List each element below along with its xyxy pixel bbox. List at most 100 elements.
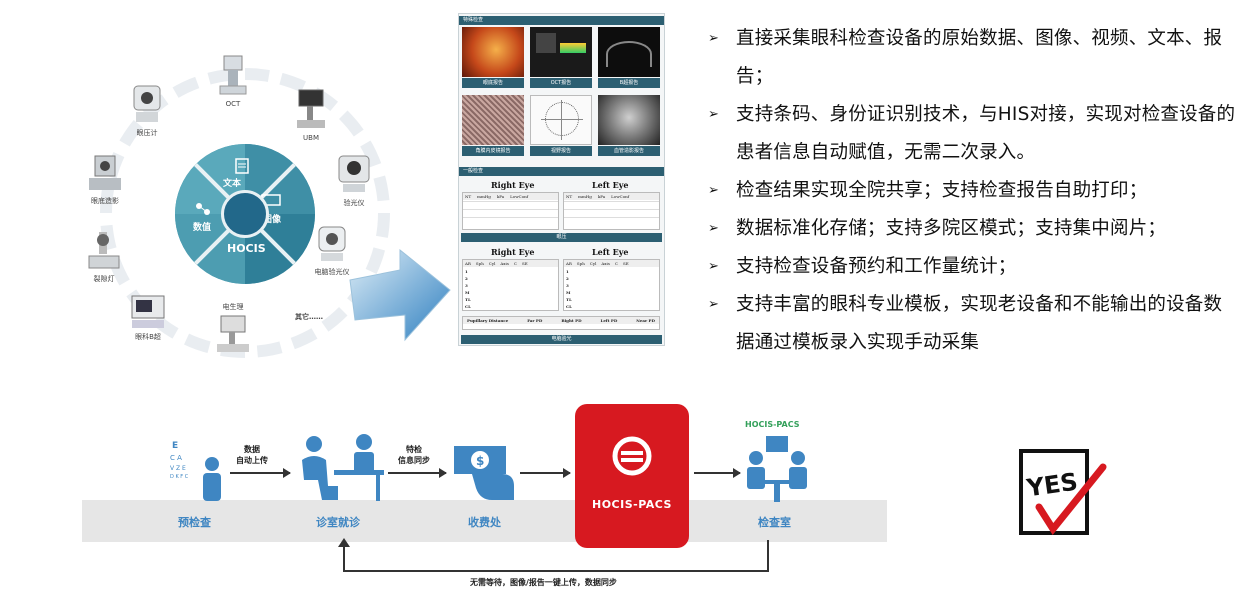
svg-text:$: $ xyxy=(476,454,484,468)
transfer-arrow-icon xyxy=(349,248,451,342)
hocis-pacs-card[interactable]: HOCIS-PACS xyxy=(575,404,689,548)
angiography-report-thumb[interactable] xyxy=(598,95,660,145)
col-header: AR xyxy=(465,261,471,266)
col-header: LowConf xyxy=(611,194,630,199)
doctor-patient-icon xyxy=(302,434,384,501)
col-header: Left PD xyxy=(600,318,618,323)
refraction-band: 电脑验光 xyxy=(461,335,662,344)
col-header: Cyl xyxy=(488,261,496,266)
general-exam-header: 一般检查 xyxy=(459,167,664,176)
row-label: TL xyxy=(566,297,572,302)
step-pre-exam: 预检查 xyxy=(178,516,211,529)
device-oct: OCT xyxy=(216,54,250,108)
col-header: NT xyxy=(566,194,573,199)
special-exam-header: 特殊检查 xyxy=(459,16,664,25)
row-label: 1 xyxy=(566,269,569,274)
slit-lamp-icon xyxy=(88,232,120,269)
document-icon xyxy=(235,158,249,174)
device-bscan: 眼科B超 xyxy=(128,290,168,342)
refraction-right-title: Right Eye xyxy=(491,247,535,257)
oct-report-thumb[interactable] xyxy=(530,27,592,77)
feature-text: 支持丰富的眼科专业模板，实现老设备和不能输出的设备数据通过模板录入实现手动采集 xyxy=(736,294,1223,353)
device-ring: OCT UBM 验光仪 电脑验光仪 其它…… 电生理 眼科B超 裂隙灯 眼底造影… xyxy=(70,40,410,380)
electrophysiology-icon xyxy=(217,315,249,352)
iop-left-table: NT mmHg kPa LowConf xyxy=(563,192,660,230)
arrow-bullet-icon: ➢ xyxy=(708,107,720,122)
refractometer-icon xyxy=(338,155,370,192)
visual-field-report-thumb[interactable] xyxy=(530,95,592,145)
thumb-caption: B超报告 xyxy=(598,78,660,88)
device-others: 其它…… xyxy=(295,312,323,322)
row-label: 2 xyxy=(465,276,468,281)
device-slitlamp: 裂隙灯 xyxy=(85,230,123,284)
col-header: Near PD xyxy=(636,318,655,323)
device-label: 其它…… xyxy=(295,313,323,321)
col-header: Cyl xyxy=(589,261,597,266)
arrow-bullet-icon: ➢ xyxy=(708,221,720,236)
feature-text: 支持条码、身份证识别技术，与HIS对接，实现对检查设备的患者信息自动赋值，无需二… xyxy=(736,104,1236,163)
feature-item: ➢数据标准化存储；支持多院区模式；支持集中阅片； xyxy=(706,210,1236,248)
ubm-device-icon xyxy=(297,89,325,128)
flow-arrow-2 xyxy=(388,468,447,478)
device-ubm: UBM xyxy=(293,88,329,142)
col-header: mmHg xyxy=(477,194,491,199)
col-header: Axis xyxy=(500,261,509,266)
step-clinic: 诊室就诊 xyxy=(316,516,360,529)
col-header: Right PD xyxy=(561,318,582,323)
feature-item: ➢支持检查设备预约和工作量统计； xyxy=(706,248,1236,286)
thumb-caption: OCT报告 xyxy=(530,78,592,88)
col-header: C xyxy=(614,261,618,266)
return-loop-label: 无需等待，图像/报告一键上传，数据同步 xyxy=(470,578,617,587)
thumb-caption: 角膜内皮镜报告 xyxy=(462,146,524,156)
pd-table: Pupillary Distance Far PD Right PD Left … xyxy=(462,316,660,330)
bscan-report-thumb[interactable] xyxy=(598,27,660,77)
feature-text: 支持检查设备预约和工作量统计； xyxy=(736,256,1017,277)
arrow-bullet-icon: ➢ xyxy=(708,297,720,312)
payment-icon: $ xyxy=(454,446,514,500)
col-header: SE xyxy=(622,261,629,266)
yes-check-icon: YES xyxy=(1019,449,1107,535)
svg-text:C A: C A xyxy=(170,454,182,462)
feature-item: ➢检查结果实现全院共享；支持检查报告自助打印； xyxy=(706,172,1236,210)
device-eyeboard: 电脑验光仪 xyxy=(313,225,351,277)
hocis-pacs-label: HOCIS-PACS xyxy=(592,498,672,511)
arrow-label-upload: 数据 自动上传 xyxy=(236,445,268,465)
feature-text: 直接采集眼科检查设备的原始数据、图像、视频、文本、报告； xyxy=(736,28,1223,87)
device-label: 验光仪 xyxy=(343,199,365,207)
hocis-logo-icon xyxy=(612,436,652,476)
fundus-report-thumb[interactable] xyxy=(462,27,524,77)
refraction-left-table: AR Sph Cyl Axis C SE 1 2 3 M TL CL xyxy=(563,259,660,311)
endothelium-report-thumb[interactable] xyxy=(462,95,524,145)
device-label: UBM xyxy=(303,134,319,142)
row-label: 3 xyxy=(465,283,468,288)
iop-band: 眼压 xyxy=(461,233,662,242)
feature-item: ➢ 支持丰富的眼科专业模板，实现老设备和不能输出的设备数据通过模板录入实现手动采集 xyxy=(706,286,1236,362)
svg-text:V Z E: V Z E xyxy=(170,465,186,472)
col-header: SE xyxy=(521,261,528,266)
row-label: TL xyxy=(465,297,471,302)
device-label: 电脑验光仪 xyxy=(314,268,350,276)
row-label: 1 xyxy=(465,269,468,274)
autorefractor-icon xyxy=(318,226,346,261)
flow-arrow-1 xyxy=(230,468,291,478)
thumb-caption: 视野报告 xyxy=(530,146,592,156)
col-header: C xyxy=(513,261,517,266)
device-label: 眼压计 xyxy=(136,129,158,137)
oct-device-icon xyxy=(219,55,247,95)
hocis-hub: 文本 图像 数值 HOCIS xyxy=(175,144,315,284)
col-header: Sph xyxy=(576,261,585,266)
arrow-label-sync: 特检 信息同步 xyxy=(398,445,430,465)
device-label: 眼科B超 xyxy=(135,333,161,341)
arrow-bullet-icon: ➢ xyxy=(708,31,720,46)
report-panel: 特殊检查 眼底报告 OCT报告 B超报告 角膜内皮镜报告 视野报告 血管造影报告… xyxy=(458,13,665,346)
svg-text:E: E xyxy=(172,441,178,451)
iop-left-title: Left Eye xyxy=(592,180,629,190)
hub-image-label: 图像 xyxy=(263,215,282,225)
step-exam-room: 检查室 xyxy=(758,516,791,529)
device-label: OCT xyxy=(225,100,241,108)
refraction-left-title: Left Eye xyxy=(592,247,629,257)
col-header: Far PD xyxy=(527,318,543,323)
hub-core xyxy=(221,190,269,238)
feature-list: ➢ 直接采集眼科检查设备的原始数据、图像、视频、文本、报告； ➢ 支持条码、身份证识… xyxy=(706,20,1236,362)
feature-item: ➢ 直接采集眼科检查设备的原始数据、图像、视频、文本、报告； xyxy=(706,20,1236,96)
